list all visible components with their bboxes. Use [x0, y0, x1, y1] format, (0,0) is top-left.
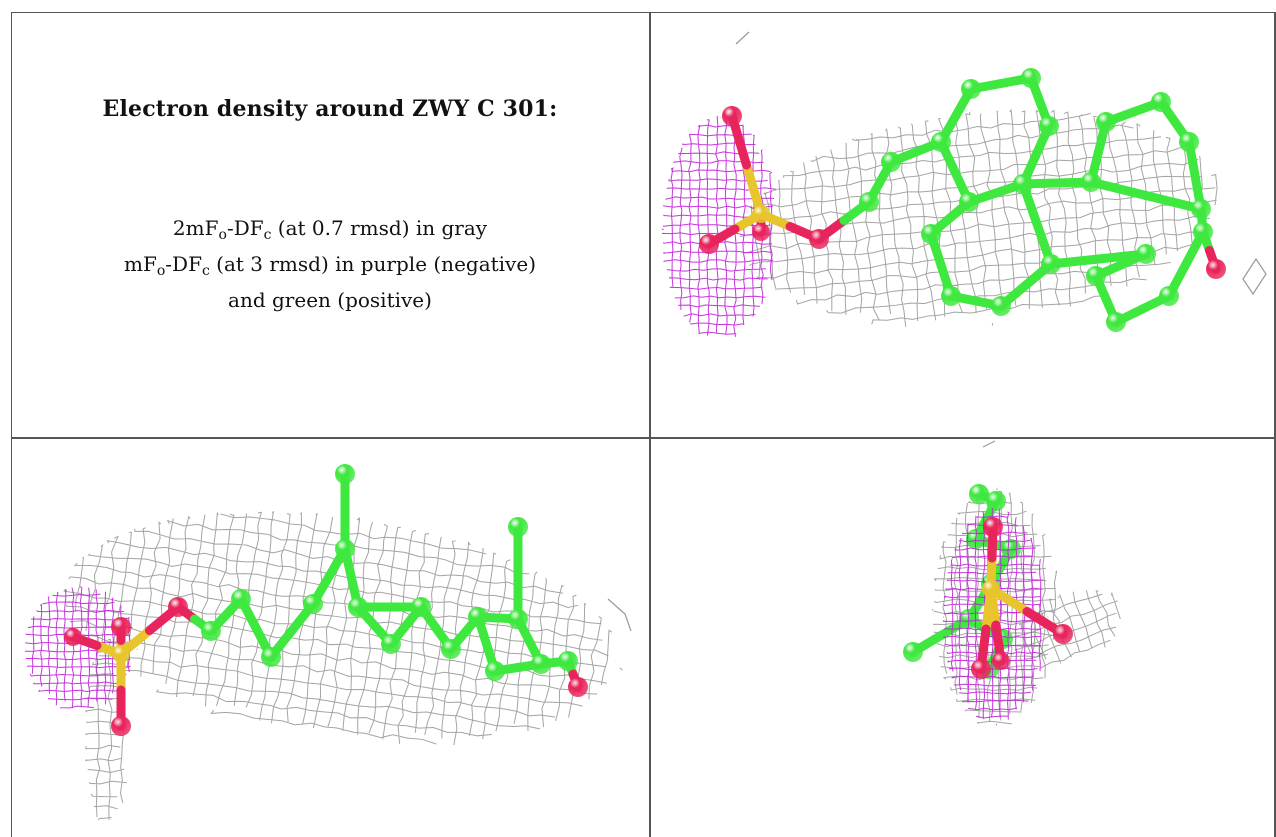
carbon-atom — [941, 286, 961, 306]
carbon-atom — [335, 464, 355, 484]
carbon-atom — [1021, 68, 1041, 88]
oxygen-atom — [752, 223, 770, 241]
oxygen-atom — [111, 716, 131, 736]
carbon-atom — [1081, 172, 1101, 192]
density-image-bottom-right — [903, 440, 1121, 726]
mesh-fragment — [735, 31, 750, 45]
carbon-atom — [1013, 174, 1033, 194]
legend-line-gray: 2mFo-DFc (at 0.7 rmsd) in gray — [172, 216, 488, 243]
gray-density-mesh — [739, 108, 1218, 327]
carbon-atom — [441, 639, 461, 659]
mesh-fragment — [1242, 257, 1267, 296]
grid-divider-vertical — [649, 12, 651, 837]
legend-line-purple: mFo-DFc (at 3 rmsd) in purple (negative) — [124, 252, 536, 279]
grid-divider-horizontal — [11, 437, 1275, 439]
sulfur-atom — [752, 205, 770, 223]
carbon-atom — [231, 589, 251, 609]
carbon-atom — [1096, 112, 1116, 132]
carbon-atom — [485, 661, 505, 681]
carbon-atom — [348, 597, 368, 617]
gray-density-mesh-tail-lines — [84, 638, 127, 821]
carbon-atom — [991, 296, 1011, 316]
density-image-top-right — [661, 31, 1267, 337]
carbon-atom — [1136, 244, 1156, 264]
carbon-atom — [859, 192, 879, 212]
carbon-atom — [508, 609, 528, 629]
carbon-atom — [931, 132, 951, 152]
carbon-atom — [903, 642, 923, 662]
oxygen-atom — [568, 677, 588, 697]
gray-density-mesh-lines — [739, 108, 1218, 327]
oxygen-atom — [1053, 624, 1073, 644]
carbon-atom — [201, 621, 221, 641]
density-view-bottom-right — [651, 439, 1273, 837]
carbon-atom — [1159, 286, 1179, 306]
carbon-atom — [1179, 132, 1199, 152]
caption-title: Electron density around ZWY C 301: — [102, 96, 558, 122]
density-view-top-right — [651, 14, 1273, 436]
carbon-atom — [261, 647, 281, 667]
carbon-atom — [986, 491, 1006, 511]
mesh-fragment — [982, 440, 996, 448]
caption-legend: 2mFo-DFc (at 0.7 rmsd) in gray mFo-DFc (… — [13, 214, 647, 315]
carbon-atom — [1151, 92, 1171, 112]
carbon-atom — [1041, 254, 1061, 274]
carbon-atom — [531, 654, 551, 674]
carbon-atom — [303, 594, 323, 614]
carbon-atom — [881, 152, 901, 172]
carbon-atom — [1191, 199, 1211, 219]
carbon-atom — [558, 651, 578, 671]
density-view-bottom-left — [13, 439, 648, 837]
oxygen-atom — [971, 659, 991, 679]
purple-density-mesh-lines — [661, 116, 776, 337]
carbon-atom — [411, 597, 431, 617]
carbon-atom — [1086, 266, 1106, 286]
oxygen-atom — [699, 234, 719, 254]
figure-grid — [11, 12, 1275, 837]
sulfur-atom — [982, 580, 1000, 598]
carbon-atom — [959, 192, 979, 212]
oxygen-atom — [992, 652, 1010, 670]
sulfur-atom — [112, 645, 130, 663]
carbon-atom — [1039, 116, 1059, 136]
oxygen-atom — [168, 597, 188, 617]
carbon-atom — [1106, 312, 1126, 332]
carbon-atom — [1193, 222, 1213, 242]
caption-panel: Electron density around ZWY C 301: 2mFo-… — [13, 14, 647, 436]
oxygen-atom — [64, 628, 82, 646]
carbon-atom — [381, 634, 401, 654]
carbon-atom — [508, 517, 528, 537]
density-image-bottom-left — [24, 464, 632, 821]
carbon-atom — [468, 607, 488, 627]
carbon-atom — [961, 79, 981, 99]
oxygen-atom — [1206, 259, 1226, 279]
purple-density-mesh — [661, 116, 776, 337]
oxygen-atom — [983, 517, 1003, 537]
mesh-fragment — [607, 598, 632, 632]
oxygen-atom — [809, 229, 829, 249]
carbon-atom — [921, 224, 941, 244]
oxygen-atom — [111, 617, 131, 637]
gray-density-mesh-tail — [84, 638, 127, 821]
carbon-atom — [335, 539, 355, 559]
oxygen-atom — [722, 106, 742, 126]
grid-border-right — [1274, 12, 1276, 837]
legend-line-green: and green (positive) — [228, 288, 432, 312]
carbon-atom — [969, 484, 989, 504]
